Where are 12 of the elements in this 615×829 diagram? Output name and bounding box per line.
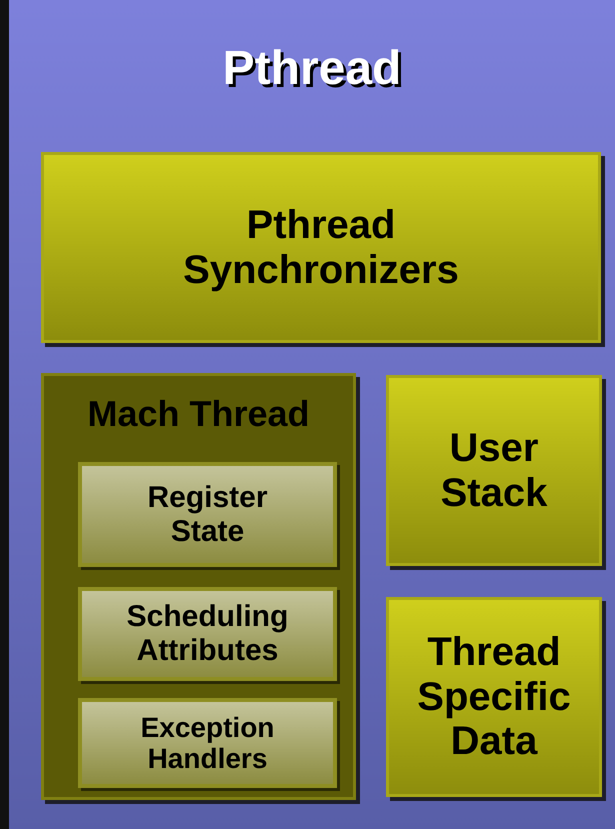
sub-component-box: [78, 698, 337, 788]
box-label: Register State: [146, 480, 269, 548]
title-heading: Pthread: [222, 42, 402, 96]
box-label: Thread Specific Data: [416, 630, 572, 764]
box-label: Exception Handlers: [140, 712, 276, 774]
panel-background: [9, 0, 615, 829]
group-heading: Mach Thread: [86, 394, 311, 434]
box-label: Pthread Synchronizers: [182, 202, 460, 292]
box-label: User Stack: [440, 426, 548, 516]
sub-component-box: [78, 462, 337, 567]
sub-component-box: [78, 587, 337, 681]
box-label: Scheduling Attributes: [126, 600, 290, 668]
